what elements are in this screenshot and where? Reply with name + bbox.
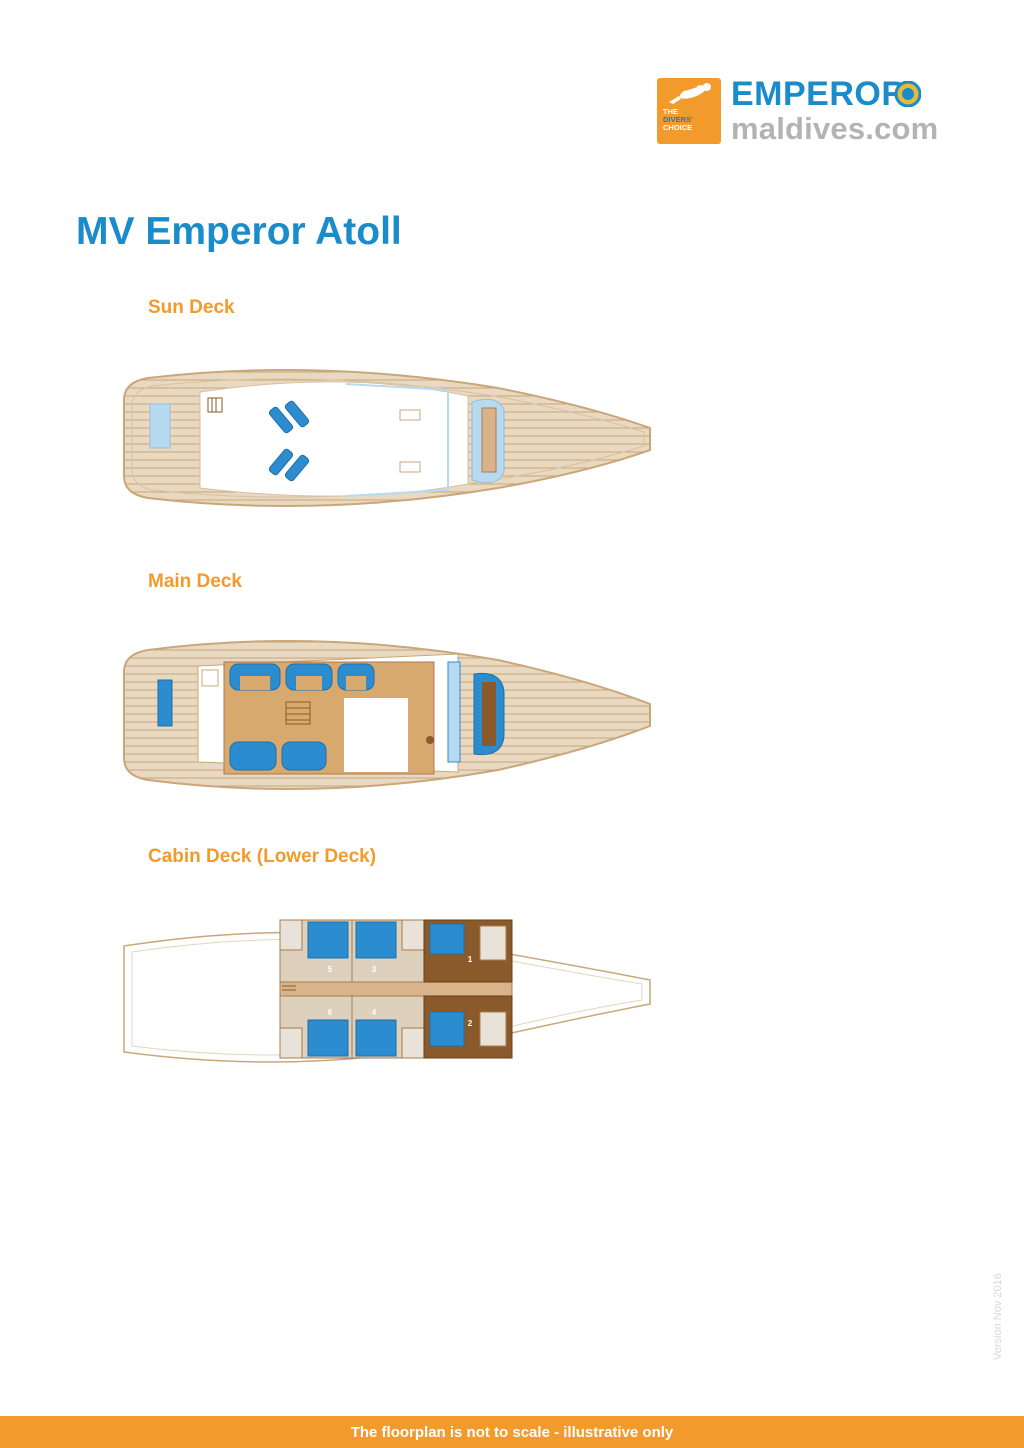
main-deck-steps: [201, 669, 219, 687]
cabin-6: [279, 995, 353, 1059]
sun-deck-lounge: [199, 381, 469, 497]
cabin-number: 3: [372, 965, 377, 974]
cabin-4: [351, 995, 425, 1059]
footer-disclaimer: The floorplan is not to scale - illustra…: [350, 1423, 674, 1441]
badge-line-2: DIVERS': [663, 115, 693, 124]
cabin-number: 2: [468, 1019, 473, 1028]
diver-icon: [669, 83, 711, 104]
sun-deck-label: Sun Deck: [148, 297, 235, 318]
logo-wordmark: EMPEROR: [731, 75, 907, 113]
cabin-deck-plan: 5 3 1 6 4 2: [123, 919, 651, 1063]
badge-line-1: THE: [663, 107, 678, 116]
main-deck-bridge: [447, 661, 461, 763]
badge-text: THE DIVERS' CHOICE: [663, 108, 717, 132]
cabin-number: 1: [468, 955, 473, 964]
cabin-number: 5: [328, 965, 333, 974]
cabin-1: [423, 919, 513, 983]
logo-website: maldives.com: [731, 111, 939, 146]
sunbed: [268, 400, 310, 482]
cabin-deck-label: Cabin Deck (Lower Deck): [148, 846, 377, 867]
badge-line-3: CHOICE: [663, 123, 693, 132]
main-deck-plan: [123, 640, 651, 790]
cabin-5: [279, 919, 353, 983]
version-text: Version Nov 2016: [992, 1273, 1004, 1360]
cabin-3: [351, 919, 425, 983]
main-deck-galley: [344, 698, 408, 772]
cabin-corridor: [279, 981, 513, 997]
page-title: MV Emperor Atoll: [76, 210, 402, 253]
main-deck-label: Main Deck: [148, 571, 242, 592]
sun-deck-plan: [123, 369, 651, 507]
cabin-number: 6: [328, 1008, 333, 1017]
cabin-number: 4: [372, 1008, 377, 1017]
footer-bar: The floorplan is not to scale - illustra…: [0, 1416, 1024, 1448]
emperor-logo: THE DIVERS' CHOICE EMPEROR maldives.com: [657, 76, 957, 148]
sun-deck-cushion: [149, 403, 171, 449]
sun-deck-table: [399, 461, 421, 473]
divers-choice-badge: THE DIVERS' CHOICE: [657, 78, 721, 144]
sun-deck-stairs: [207, 397, 223, 413]
sun-deck-table: [399, 409, 421, 421]
main-deck-bench: [157, 679, 173, 727]
emperor-badge-icon: [895, 81, 921, 107]
main-deck-stairs: [285, 701, 311, 725]
cabin-2: [423, 995, 513, 1059]
